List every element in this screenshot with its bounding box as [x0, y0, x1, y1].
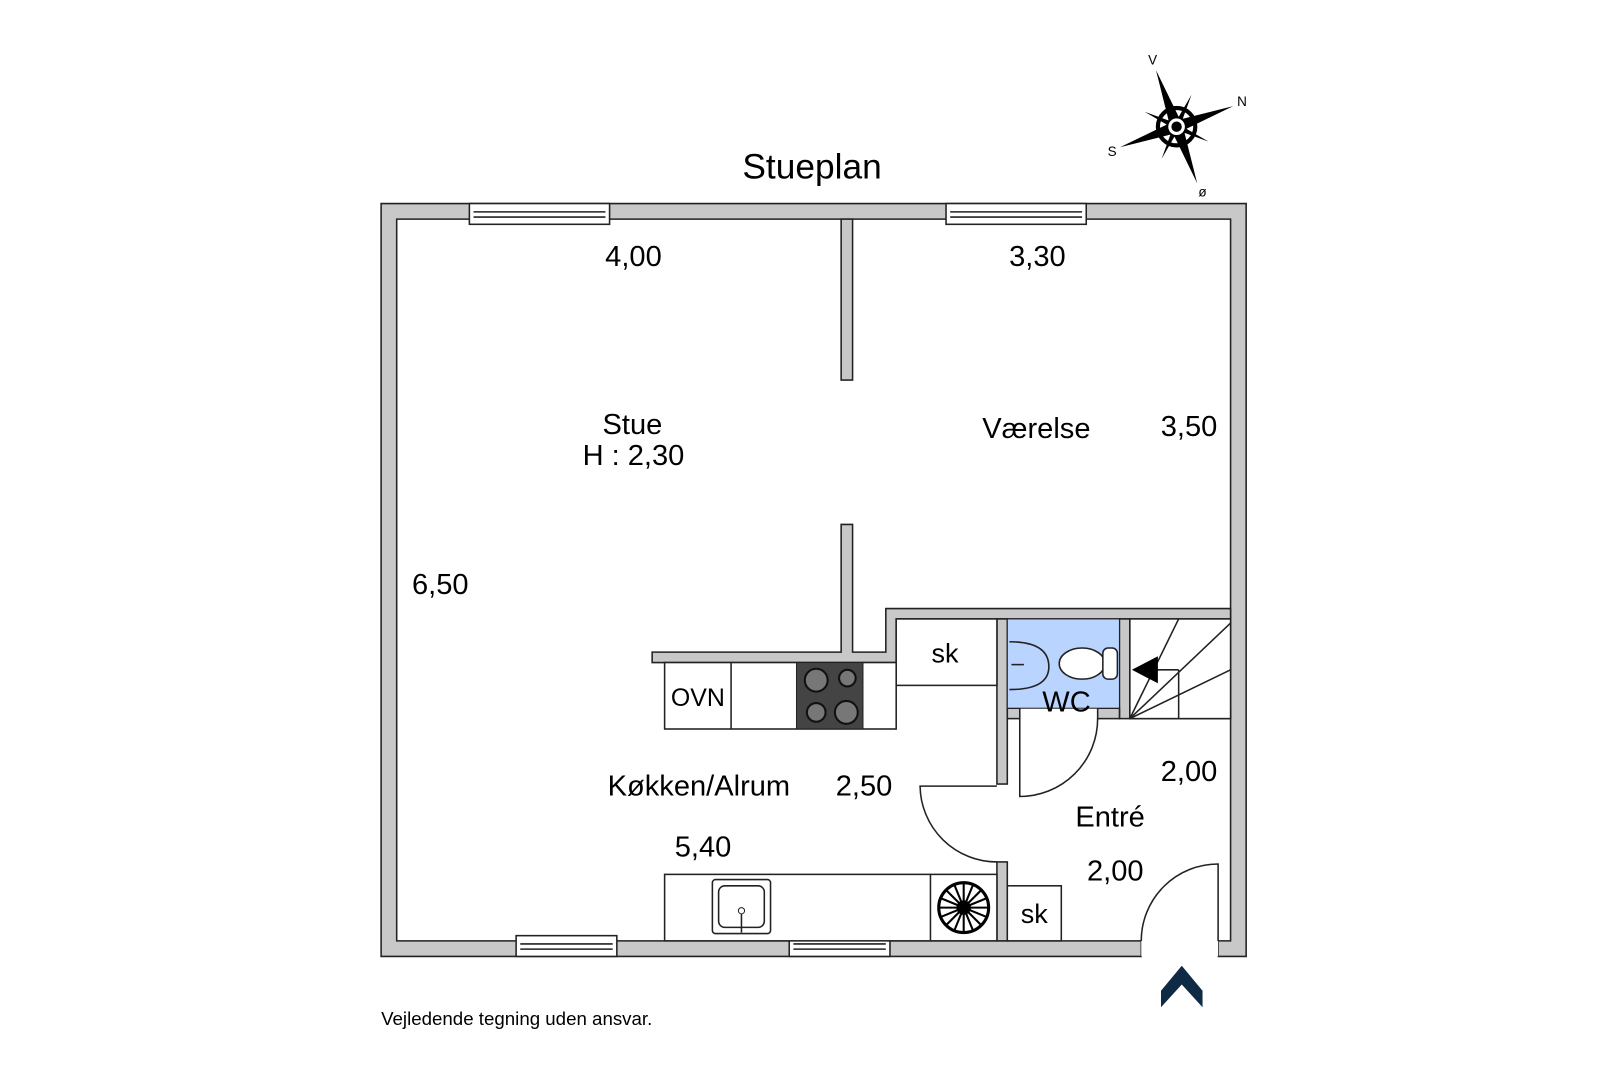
stair-direction-arrow-icon: [1131, 656, 1158, 684]
staircase: [1129, 618, 1232, 720]
compass-north-label: N: [1237, 94, 1247, 109]
doors: [919, 718, 1219, 941]
compass-rose-icon: [1119, 70, 1234, 184]
toilet-icon: [1058, 647, 1119, 680]
kitchen-counter-bottom: [663, 873, 998, 942]
room-label-wc: WC: [1042, 686, 1090, 718]
kitchen-sink-icon: [711, 878, 772, 935]
closet-1-label: sk: [931, 639, 959, 669]
fan-icon: [937, 881, 991, 935]
vaerelse-length: 3,50: [1161, 411, 1218, 443]
stue-height: H : 2,30: [583, 440, 685, 472]
sink-icon: [1009, 640, 1050, 691]
kokken-length: 2,50: [836, 770, 893, 802]
compass-west-label: V: [1148, 52, 1157, 67]
closet-1: [895, 618, 998, 687]
room-label-kokken: Køkken/Alrum: [608, 770, 790, 802]
stue-length: 6,50: [412, 569, 469, 601]
entre-width: 2,00: [1087, 856, 1144, 888]
kokken-width: 5,40: [675, 832, 732, 864]
entrance-arrow-icon: [1161, 965, 1203, 1008]
room-label-vaerelse: Værelse: [982, 413, 1090, 445]
entre-length: 2,00: [1161, 756, 1218, 788]
room-label-entre: Entré: [1075, 802, 1144, 834]
compass-east-label: ø: [1198, 184, 1206, 199]
kitchen-counter-top: [663, 661, 897, 730]
disclaimer: Vejledende tegning uden ansvar.: [381, 1008, 652, 1029]
room-label-stue: Stue: [603, 409, 663, 441]
vaerelse-width: 3,30: [1009, 241, 1066, 273]
plan-title: Stueplan: [742, 148, 881, 187]
closet-2-label: sk: [1021, 899, 1049, 929]
windows: [468, 202, 1088, 958]
oven-label: OVN: [671, 684, 725, 712]
compass-south-label: S: [1108, 144, 1117, 159]
outer-walls: [380, 202, 1247, 958]
closet-2: [1006, 885, 1063, 942]
stue-width: 4,00: [605, 241, 662, 273]
